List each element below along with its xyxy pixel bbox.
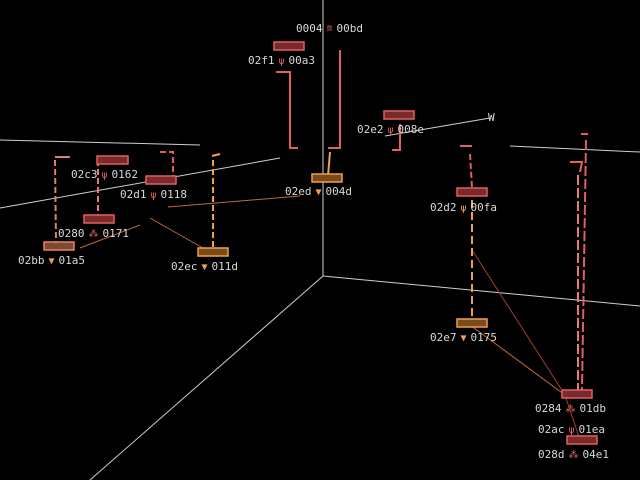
edge — [79, 224, 141, 249]
node-label-02bb[interactable]: 02bb▼01a5 — [18, 255, 85, 268]
server-stack-icon: ≘ — [326, 24, 333, 35]
node-value: 008e — [397, 123, 425, 136]
node-label-02e7[interactable]: 02e7▼0175 — [430, 332, 497, 345]
drop-line — [328, 50, 341, 149]
floor-axis-right — [322, 275, 640, 307]
triangle-down-icon: ▼ — [315, 187, 322, 198]
node-box-02e2[interactable] — [383, 110, 415, 120]
edge — [564, 394, 581, 441]
drop-line — [581, 139, 587, 391]
cluster-icon: ⁂ — [88, 229, 99, 240]
node-value: 01a5 — [58, 254, 86, 267]
fork-icon: ψ — [278, 56, 285, 67]
node-label-02ec[interactable]: 02ec▼011d — [171, 261, 238, 274]
node-value: 01db — [579, 402, 607, 415]
node-value: 0171 — [102, 227, 130, 240]
drop-line — [327, 151, 331, 177]
cluster-icon: ⁂ — [568, 450, 579, 461]
drop-line — [469, 153, 473, 189]
node-id: 02e2 — [357, 123, 384, 136]
node-id: 02ed — [285, 185, 312, 198]
node-box-02bb[interactable] — [43, 241, 75, 251]
node-box-02e7[interactable] — [456, 318, 488, 328]
drop-line — [211, 153, 221, 157]
node-boxes — [43, 41, 598, 445]
edge — [471, 249, 566, 396]
node-value: 00bd — [336, 22, 364, 35]
drop-line — [160, 151, 174, 176]
node-id: 02ac — [538, 423, 565, 436]
node-label-028d[interactable]: 028d⁂04e1 — [538, 449, 609, 462]
drop-line — [570, 161, 584, 173]
node-box-0280[interactable] — [83, 214, 115, 224]
node-box-028d[interactable] — [566, 435, 598, 445]
edge — [167, 195, 301, 208]
node-box-02c3[interactable] — [96, 155, 129, 165]
edges — [79, 195, 581, 441]
edge — [469, 324, 566, 396]
node-id: 02d2 — [430, 201, 457, 214]
drop-line — [276, 71, 298, 149]
node-id: 0280 — [58, 227, 85, 240]
triangle-down-icon: ▼ — [460, 333, 467, 344]
node-box-02d2[interactable] — [456, 187, 488, 197]
fork-icon: ψ — [101, 170, 108, 181]
node-box-02d1[interactable] — [145, 175, 177, 185]
node-box-0284[interactable] — [561, 389, 593, 399]
node-value: 04e1 — [582, 448, 610, 461]
node-id: 0004 — [296, 22, 323, 35]
cluster-icon: ⁂ — [565, 404, 576, 415]
horizon-line-left-upper — [0, 139, 201, 146]
node-id: 028d — [538, 448, 565, 461]
node-value: 004d — [325, 185, 353, 198]
fork-icon: ψ — [460, 203, 467, 214]
horizon-line-right — [509, 145, 640, 153]
drop-lines — [54, 50, 588, 391]
edge — [149, 217, 211, 253]
node-id: 02bb — [18, 254, 45, 267]
node-box-02ed[interactable] — [311, 173, 343, 183]
node-value: 00a3 — [288, 54, 316, 67]
node-label-02ed[interactable]: 02ed▼004d — [285, 186, 352, 199]
node-value: 0175 — [470, 331, 498, 344]
horizon-line-left — [0, 157, 281, 209]
node-value: 0118 — [160, 188, 188, 201]
node-value: 01ea — [578, 423, 606, 436]
node-id: 02ec — [171, 260, 198, 273]
node-id: 02c3 — [71, 168, 98, 181]
node-value: 0162 — [111, 168, 139, 181]
fork-icon: ψ — [568, 425, 575, 436]
w-axis-line — [384, 117, 491, 137]
node-id: 02d1 — [120, 188, 147, 201]
triangle-down-icon: ▼ — [48, 256, 55, 267]
node-box-02ec[interactable] — [197, 247, 229, 257]
floor-axis-left — [89, 275, 324, 480]
drop-line — [392, 124, 401, 151]
node-id: 0284 — [535, 402, 562, 415]
drop-line — [54, 159, 57, 243]
triangle-down-icon: ▼ — [201, 262, 208, 273]
node-label-0004[interactable]: 0004≘00bd — [296, 23, 363, 36]
node-id: 02e7 — [430, 331, 457, 344]
node-value: 00fa — [470, 201, 498, 214]
w-axis-label: W — [488, 111, 495, 124]
node-label-0280[interactable]: 0280⁂0171 — [58, 228, 129, 241]
fork-icon: ψ — [387, 125, 394, 136]
fork-icon: ψ — [150, 190, 157, 201]
node-id: 02f1 — [248, 54, 275, 67]
node-value: 011d — [211, 260, 239, 273]
node-label-0284[interactable]: 0284⁂01db — [535, 403, 606, 416]
node-box-0004[interactable] — [273, 41, 305, 51]
